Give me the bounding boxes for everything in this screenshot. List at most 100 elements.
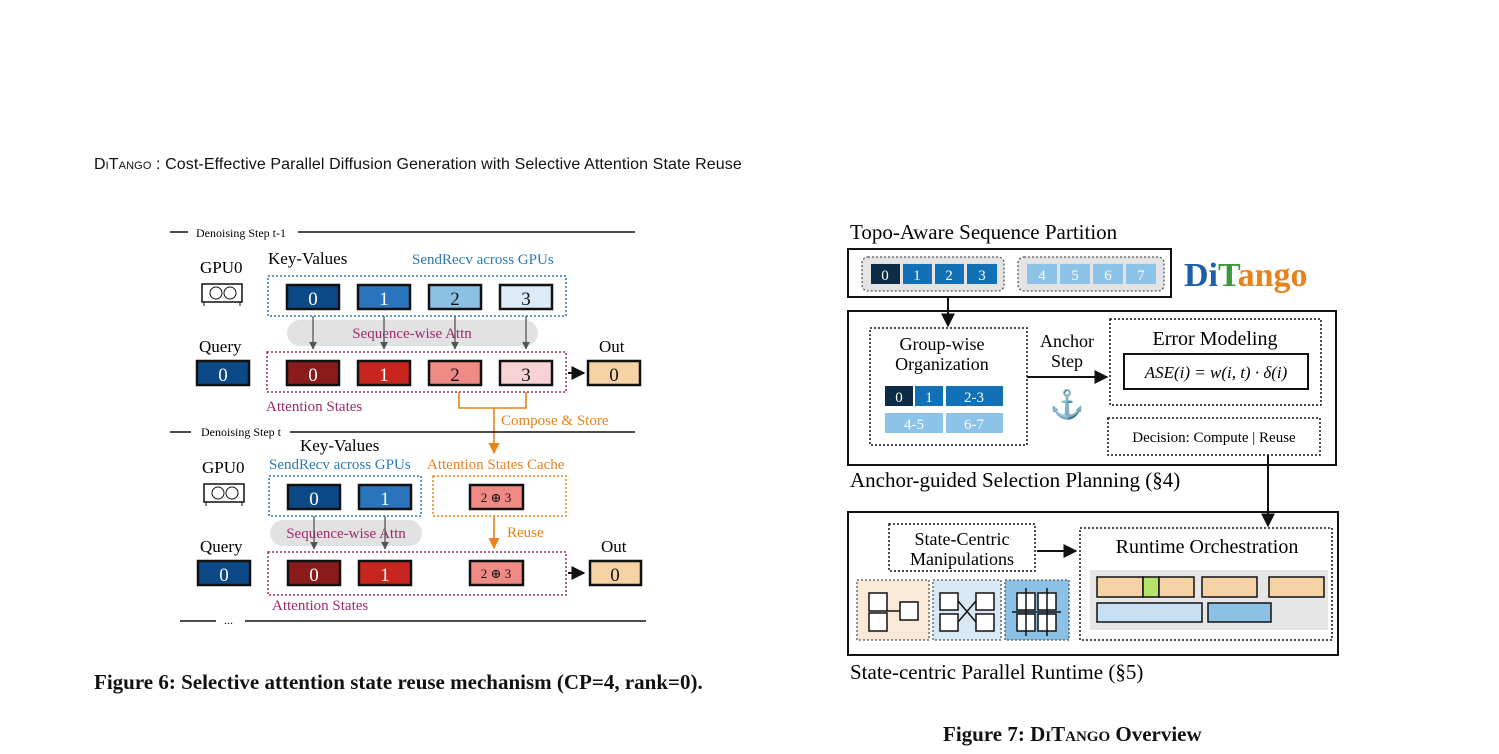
partition-box: [847, 248, 1172, 298]
svg-text:0: 0: [881, 268, 889, 284]
partition-cell: 7: [1126, 264, 1156, 284]
group-org-label: Organization: [895, 354, 989, 374]
org-cell: 2-3: [946, 386, 1003, 406]
seq-attn-band-top: [287, 320, 538, 346]
svg-text:1: 1: [925, 390, 933, 406]
svg-text:1: 1: [913, 268, 921, 284]
svg-text:1: 1: [380, 565, 390, 586]
figure-7: Topo-Aware Sequence Partition 0 1 2 3 4 …: [847, 220, 1339, 684]
svg-text:2 ⊕ 3: 2 ⊕ 3: [481, 490, 511, 505]
org-cell: 0: [885, 386, 913, 406]
svg-text:5: 5: [1071, 268, 1079, 284]
partition-title: Topo-Aware Sequence Partition: [850, 220, 1118, 244]
header-title-rest: : Cost-Effective Parallel Diffusion Gene…: [151, 156, 742, 173]
timeline-block: [1268, 576, 1325, 598]
svg-text:7: 7: [1137, 268, 1145, 284]
svg-text:2 ⊕ 3: 2 ⊕ 3: [481, 566, 511, 581]
org-cell: 4-5: [885, 413, 943, 433]
kv-block: 1: [356, 283, 412, 311]
partition-cell: 2: [935, 264, 964, 284]
timeline-block: [1201, 576, 1258, 598]
svg-text:1: 1: [379, 289, 389, 310]
svg-text:0: 0: [610, 565, 620, 586]
seq-attn-top: Sequence-wise Attn: [352, 326, 472, 342]
seq-attn-band-bottom: [270, 520, 422, 546]
timeline-block: [1096, 576, 1144, 598]
runtime-orch-label: Runtime Orchestration: [1116, 536, 1299, 558]
figure-7-caption: Figure 7: DiTango Overview: [943, 720, 1202, 748]
state-centric-label: Manipulations: [910, 549, 1014, 569]
runtime-box: [847, 511, 1339, 656]
svg-text:3: 3: [521, 289, 531, 310]
key-values-top: Key-Values: [268, 249, 347, 268]
formula-box: [1123, 353, 1309, 390]
kv-block: 1: [357, 483, 413, 511]
gpu-icon: [203, 483, 245, 506]
partition-cell: 4: [1027, 264, 1057, 284]
kv-block: 0: [285, 283, 341, 311]
anchor-step-label: Step: [1051, 351, 1083, 371]
org-cell: 6-7: [946, 413, 1003, 433]
compose-store: Compose & Store: [501, 413, 609, 429]
svg-text:2: 2: [450, 365, 460, 386]
as-group-top: [266, 351, 567, 393]
manipulation-tile: [1004, 579, 1070, 641]
planning-box: [847, 310, 1337, 466]
sendrecv-top: SendRecv across GPUs: [412, 252, 554, 268]
out-block: 0: [586, 359, 642, 387]
decision-box: [1107, 417, 1321, 456]
svg-text:0: 0: [308, 289, 318, 310]
as-block: 0: [286, 559, 342, 587]
partition-cell: 6: [1093, 264, 1123, 284]
caption-sc: DiTango: [1030, 722, 1111, 746]
as-block: 3: [498, 359, 554, 387]
combined-block: 2 ⊕ 3: [468, 559, 525, 587]
group-org-box: [869, 327, 1028, 446]
partition-cell: 5: [1060, 264, 1090, 284]
combined-block: 2 ⊕ 3: [468, 483, 525, 511]
seq-attn-bottom: Sequence-wise Attn: [286, 526, 406, 542]
figure-6-caption: Figure 6: Selective attention state reus…: [94, 670, 703, 694]
runtime-label: State-centric Parallel Runtime (§5): [850, 660, 1143, 684]
svg-text:6-7: 6-7: [964, 417, 984, 433]
svg-text:4: 4: [1038, 268, 1046, 284]
partition-cell: 3: [967, 264, 997, 284]
as-group-bottom: [267, 551, 567, 596]
out-label-top: Out: [599, 337, 625, 356]
timeline-block: [1158, 576, 1195, 598]
gpu-label-top: GPU0: [200, 258, 243, 277]
as-block: 2: [427, 359, 483, 387]
runtime-orch-box: [1079, 527, 1333, 641]
svg-text:3: 3: [978, 268, 986, 284]
reuse-label: Reuse: [507, 525, 544, 541]
partition-cell: 1: [903, 264, 932, 284]
state-centric-label: State-Centric: [915, 529, 1010, 549]
anchor-step-label: Anchor: [1040, 331, 1094, 351]
gpu-icon: [201, 283, 243, 306]
cache-box: [432, 475, 567, 517]
svg-text:0: 0: [309, 565, 319, 586]
formula: ASE(i) = w(i, t) · δ(i): [1144, 363, 1288, 382]
error-modeling-label: Error Modeling: [1153, 328, 1278, 350]
anchor-icon: ⚓: [1050, 388, 1085, 421]
ditango-logo: DiTango: [1184, 257, 1307, 294]
svg-text:2: 2: [450, 289, 460, 310]
timeline-block: [1142, 576, 1160, 598]
svg-text:2-3: 2-3: [964, 390, 984, 406]
gpu-label-bottom: GPU0: [202, 458, 245, 477]
query-block: 0: [196, 559, 252, 587]
attn-states-bottom: Attention States: [272, 598, 368, 614]
as-block: 1: [357, 559, 413, 587]
svg-text:4-5: 4-5: [904, 417, 924, 433]
timeline-block: [1096, 602, 1203, 623]
svg-text:2: 2: [945, 268, 953, 284]
svg-text:0: 0: [218, 365, 228, 386]
as-block: 1: [356, 359, 412, 387]
svg-text:1: 1: [379, 365, 389, 386]
svg-text:0: 0: [895, 390, 903, 406]
out-block: 0: [588, 559, 643, 587]
query-block: 0: [195, 359, 251, 387]
query-label-bottom: Query: [200, 537, 243, 556]
as-block: 0: [285, 359, 341, 387]
timeline-block: [1207, 602, 1272, 623]
